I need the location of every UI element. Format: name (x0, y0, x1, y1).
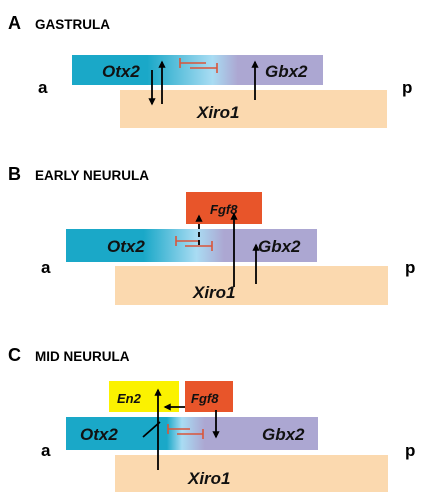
panel-c-posterior-label: p (405, 441, 415, 460)
panel-b-xiro1-label: Xiro1 (192, 283, 236, 302)
panel-b-xiro1-domain (115, 266, 388, 305)
panel-a-otx2-gbx2-domain (72, 55, 323, 85)
panel-c-arrows (142, 388, 220, 470)
panel-c-xiro1-domain (115, 455, 388, 492)
panel-c: C MID NEURULA Otx2 Gbx2 Xiro1 En2 Fgf8 a… (8, 345, 415, 492)
panel-a-xiro1-domain (120, 90, 387, 128)
panel-b: B EARLY NEURULA Otx2 Gbx2 Xiro1 Fgf8 a p (8, 164, 415, 305)
panel-a-letter: A (8, 13, 21, 33)
panel-a: A GASTRULA Otx2 Gbx2 Xiro1 a p (8, 13, 412, 128)
panel-a-posterior-label: p (402, 78, 412, 97)
panel-c-anterior-label: a (41, 441, 51, 460)
panel-b-anterior-label: a (41, 258, 51, 277)
panel-c-repression-symbol (167, 424, 204, 439)
panel-a-anterior-label: a (38, 78, 48, 97)
panel-b-title: EARLY NEURULA (35, 168, 149, 183)
panel-b-arrows (195, 212, 260, 287)
panel-c-gbx2-label: Gbx2 (262, 425, 305, 444)
panel-a-gbx2-label: Gbx2 (265, 62, 308, 81)
panel-b-repression-symbol (175, 236, 213, 251)
panel-a-xiro1-label: Xiro1 (196, 103, 240, 122)
panel-b-gbx2-label: Gbx2 (258, 237, 301, 256)
panel-a-otx2-label: Otx2 (102, 62, 140, 81)
panel-c-otx2-to-en2-line (142, 421, 161, 438)
panel-b-letter: B (8, 164, 21, 184)
panel-b-posterior-label: p (405, 258, 415, 277)
panel-c-letter: C (8, 345, 21, 365)
panel-a-title: GASTRULA (35, 17, 110, 32)
panel-c-fgf8-domain (185, 381, 233, 412)
panel-a-arrows (148, 60, 259, 106)
panel-c-title: MID NEURULA (35, 349, 130, 364)
panel-a-repression-symbol (179, 58, 218, 73)
panel-c-otx2-label: Otx2 (80, 425, 118, 444)
panel-c-en2-label: En2 (117, 391, 142, 406)
panel-c-xiro1-label: Xiro1 (187, 469, 231, 488)
panel-b-otx2-label: Otx2 (107, 237, 145, 256)
panel-c-fgf8-label: Fgf8 (191, 391, 219, 406)
